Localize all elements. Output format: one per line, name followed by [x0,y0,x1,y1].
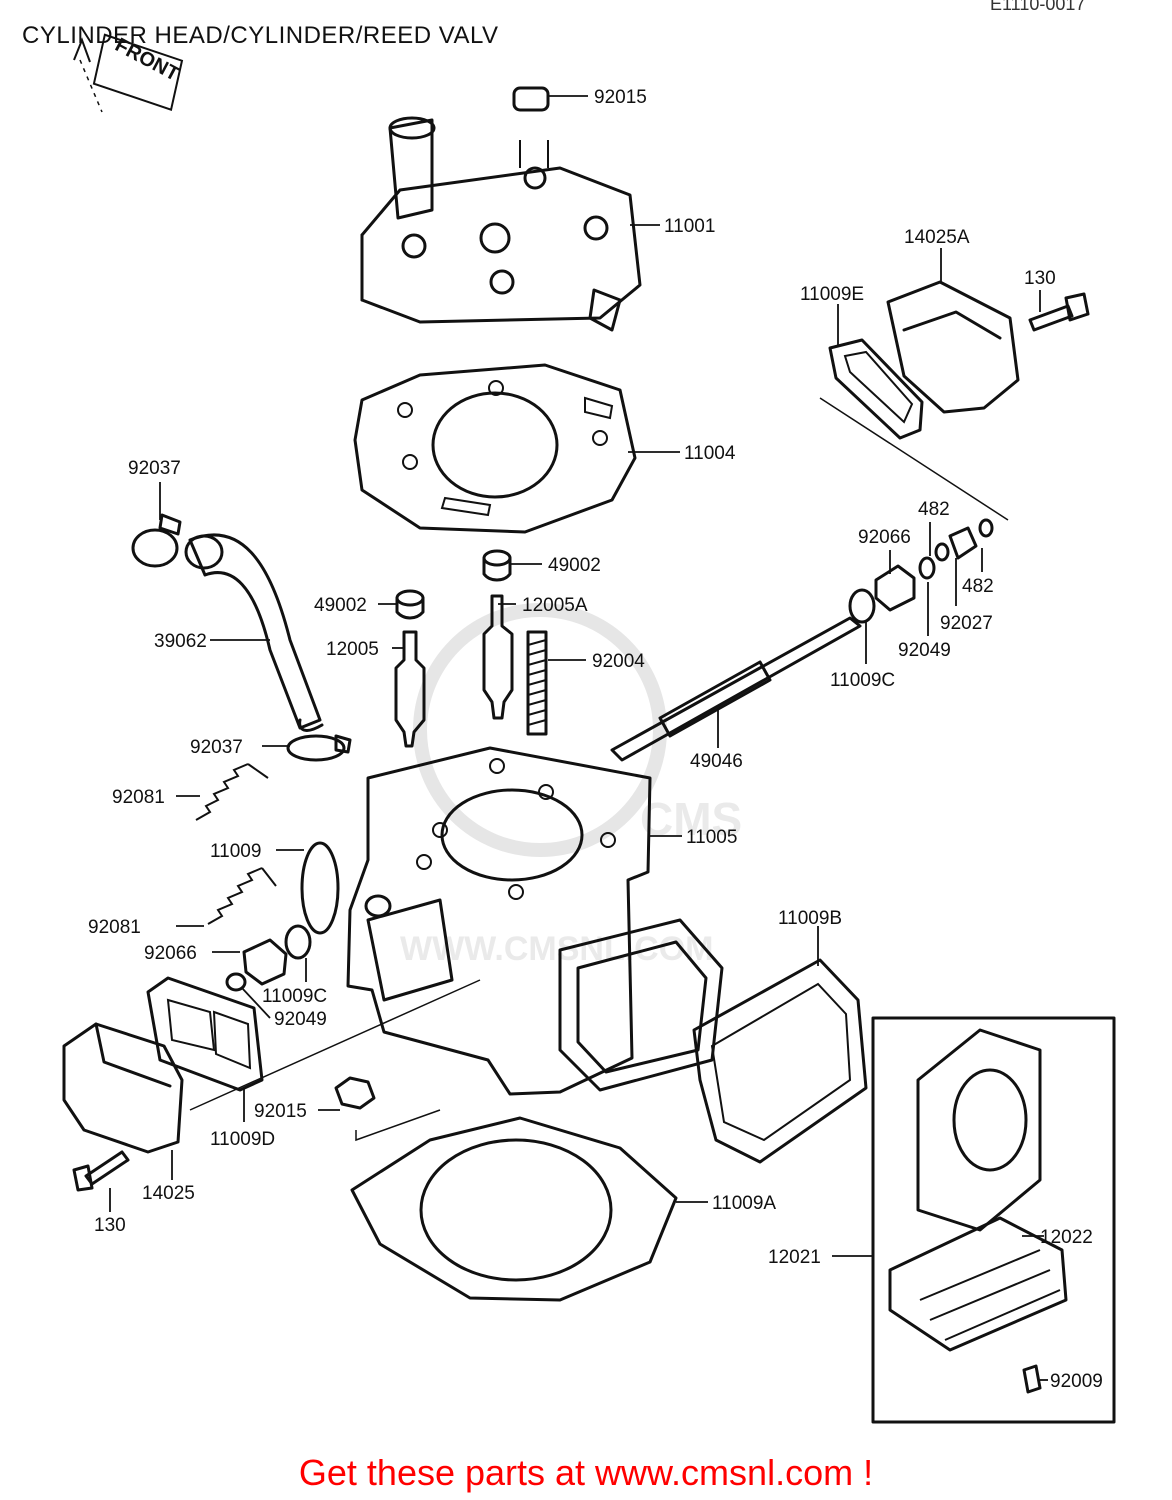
valve-12005a [482,594,514,720]
callout-92081-upper: 92081 [112,787,165,808]
callout-92037-lower: 92037 [190,737,243,758]
callout-12021: 12021 [768,1247,821,1268]
callout-11009d: 11009D [210,1129,275,1150]
callout-12022: 12022 [1040,1227,1093,1248]
callout-39062: 39062 [154,631,207,652]
reed-gasket-11009b [692,958,868,1164]
callout-49002-upper: 49002 [548,555,601,576]
valve-cover-14025a [886,280,1020,414]
callout-92004: 92004 [592,651,645,672]
footer-banner: Get these parts at www.cmsnl.com ! [298,1452,874,1493]
reed-valve-assembly-box [871,1016,1116,1424]
nut-92015-lower [334,1076,376,1110]
hose-clamp-92037-upper [131,513,182,568]
collar-49002-upper [482,549,512,582]
callout-11001: 11001 [664,216,715,237]
washer-92049-left [225,972,247,992]
cap-92027 [948,526,978,560]
callout-49002-lower: 49002 [314,595,367,616]
callout-11009: 11009 [210,841,261,862]
cover-gasket-11009d [146,976,264,1092]
valve-shaft-49046 [610,616,862,762]
washer-92049-right [918,556,936,580]
callout-11005: 11005 [686,827,737,848]
cover-gasket-11009e [828,338,924,440]
callout-482-lower: 482 [962,576,994,597]
callout-92009: 92009 [1050,1371,1103,1392]
callout-92066-right: 92066 [858,527,911,548]
cap-92066-right [874,564,916,612]
callout-92015-upper: 92015 [594,87,647,108]
callout-11009e: 11009E [800,284,864,305]
base-gasket-11009a [350,1116,678,1302]
callout-14025a: 14025A [904,227,970,248]
watermark-text: WWW.CMSNL.COM [400,930,714,968]
cylinder-11005 [346,746,724,1096]
head-gasket-11004 [353,363,637,534]
spring-clip-482-a [934,542,950,562]
diagram-code: E1110-0017 [990,0,1086,14]
callout-92037-upper: 92037 [128,458,181,479]
valve-cover-14025 [62,1022,184,1154]
water-hose-39062 [184,533,324,732]
callout-92066-left: 92066 [144,943,197,964]
callout-11009c-left: 11009C [262,986,327,1007]
callout-12005a: 12005A [522,595,588,616]
spring-92081-upper [195,763,269,821]
callout-92081-lower: 92081 [88,917,141,938]
leader-lines [109,95,1048,1381]
o-ring-11009 [300,841,340,935]
front-arrow-icon: FRONT [73,33,184,113]
bolt-130-upper [1028,292,1090,332]
gasket-11009c-left [284,924,312,960]
collar-49002-lower [395,589,425,620]
stud-bolt-92004 [526,630,548,736]
callout-130-upper: 130 [1024,268,1056,289]
callout-92049-left: 92049 [274,1009,327,1030]
callout-11009b: 11009B [778,908,842,929]
callout-11004: 11004 [684,443,736,464]
spring-92081-lower [207,867,277,925]
spring-clip-482-b [978,518,994,538]
callout-92027: 92027 [940,613,993,634]
callout-92049-right: 92049 [898,640,951,661]
callout-11009c-right: 11009C [830,670,895,691]
callout-14025: 14025 [142,1183,195,1204]
bolt-130-lower [72,1150,130,1192]
callout-labels: 92015 11001 14025A 130 11009E 11004 9203… [88,87,1103,1392]
cylinder-head-11001 [360,86,642,332]
callout-49046: 49046 [690,751,743,772]
valve-12005 [394,630,426,748]
callout-12005: 12005 [326,639,379,660]
exploded-view-diagram: CMS WWW.CMSNL.COM FRONT [62,33,1116,1424]
gasket-11009c-right [848,588,876,624]
hose-clamp-92037-lower [286,734,352,762]
page-title: CYLINDER HEAD/CYLINDER/REED VALV [22,22,499,49]
cap-92066-left [242,938,288,986]
callout-130-lower: 130 [94,1215,126,1236]
callout-92015-lower: 92015 [254,1101,307,1122]
callout-482-upper: 482 [918,499,950,520]
front-label: FRONT [111,34,182,86]
callout-11009a: 11009A [712,1193,776,1214]
cms-watermark: CMS WWW.CMSNL.COM [400,603,742,968]
